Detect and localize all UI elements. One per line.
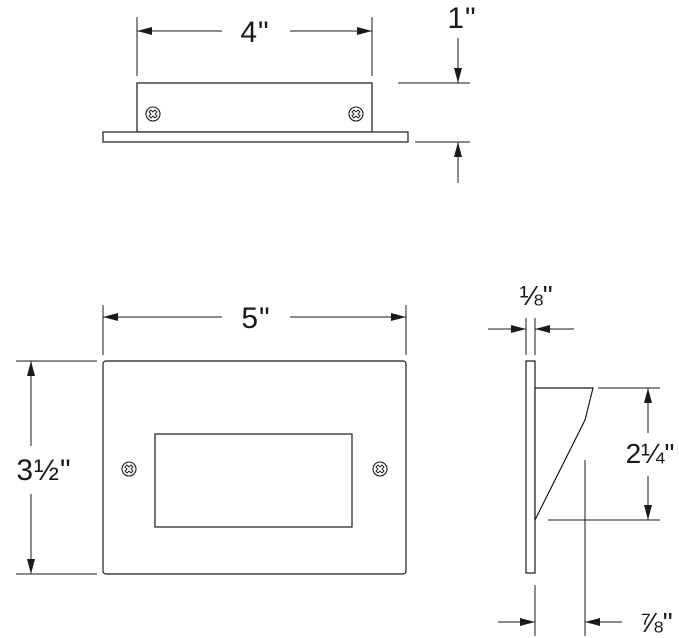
arrowhead	[585, 618, 600, 626]
arrowhead	[27, 361, 35, 376]
top-height-label: 1"	[447, 2, 476, 35]
top-view-plate	[102, 131, 409, 143]
arrowhead	[511, 325, 526, 333]
front-height-label: 3½"	[16, 454, 71, 487]
phillips-screw-icon	[145, 106, 161, 122]
arrowhead	[644, 505, 652, 520]
arrowhead	[27, 559, 35, 574]
arrowhead	[391, 313, 406, 321]
arrowhead	[357, 27, 372, 35]
front-opening	[154, 433, 353, 528]
arrowhead	[454, 68, 462, 83]
top-view: 4" 1"	[102, 2, 476, 183]
front-view: 5" 3½"	[16, 302, 407, 575]
phillips-screw-icon	[348, 106, 364, 122]
side-height-label: 2¼"	[626, 438, 675, 469]
phillips-screw-icon	[372, 461, 388, 477]
side-plate	[525, 360, 536, 574]
side-depth-label: ⅞"	[639, 607, 672, 638]
arrowhead	[454, 142, 462, 157]
phillips-screw-icon	[121, 461, 137, 477]
top-width-label: 4"	[240, 16, 269, 49]
top-view-housing	[136, 82, 373, 133]
front-width-label: 5"	[241, 302, 270, 335]
side-thickness-label: ⅛"	[519, 280, 552, 311]
arrowhead	[103, 313, 118, 321]
arrowhead	[137, 27, 152, 35]
arrowhead	[535, 325, 550, 333]
side-view: ⅛" 2¼" ⅞"	[488, 280, 674, 638]
arrowhead	[520, 618, 535, 626]
arrowhead	[644, 388, 652, 403]
side-housing	[534, 387, 594, 521]
